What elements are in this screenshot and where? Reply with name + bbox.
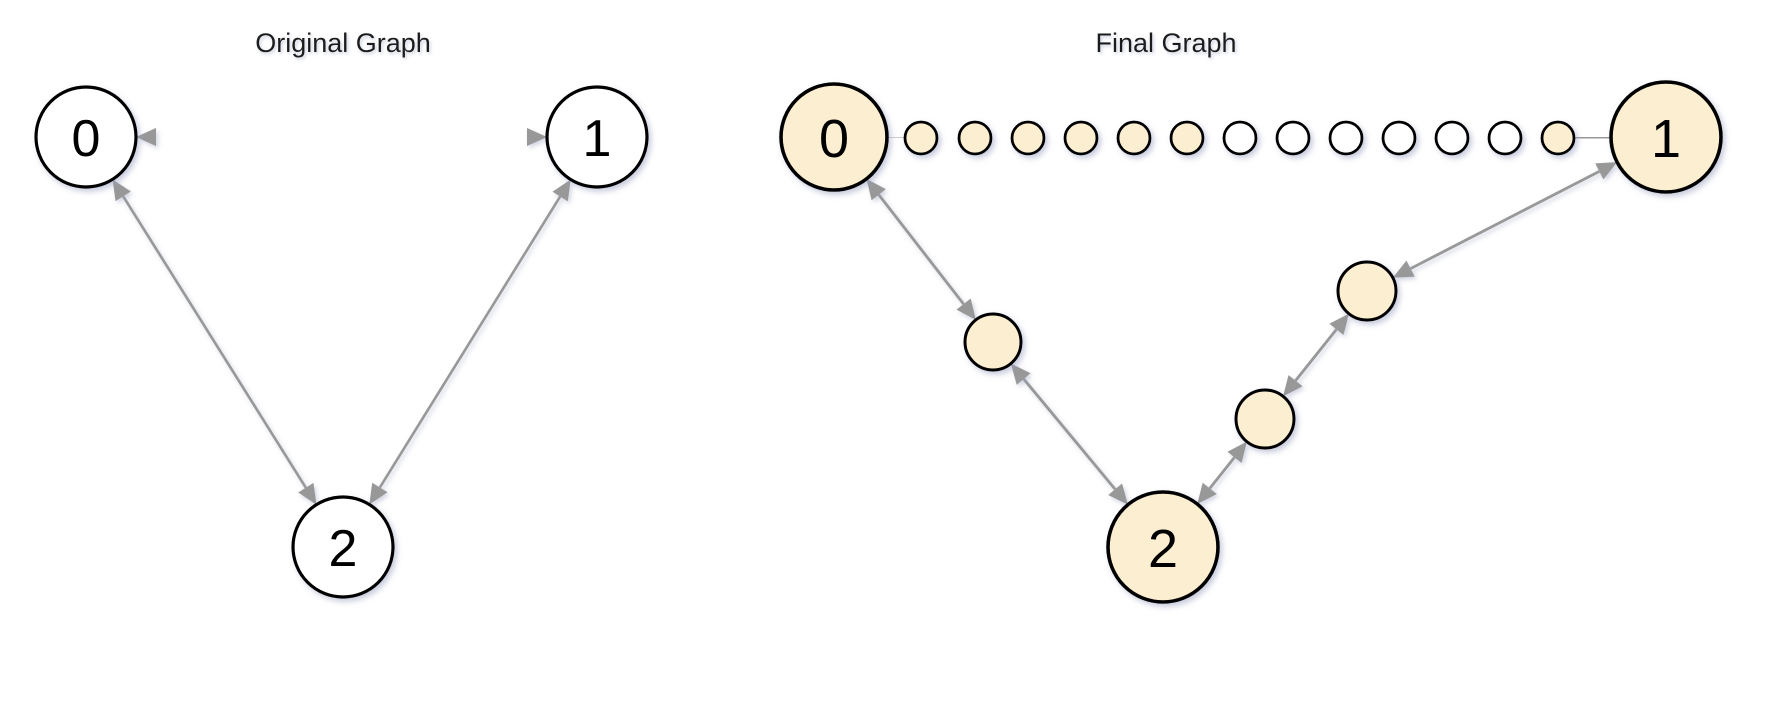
edge-arrowhead-backward bbox=[1392, 260, 1415, 278]
graph-intermediate-node[interactable] bbox=[957, 120, 993, 156]
graph-intermediate-node[interactable] bbox=[1275, 120, 1311, 156]
graph-intermediate-node[interactable] bbox=[1010, 120, 1046, 156]
node-circle[interactable] bbox=[1328, 120, 1364, 156]
node-label: 1 bbox=[1651, 109, 1681, 169]
node-circle[interactable] bbox=[545, 85, 649, 189]
node-circle[interactable] bbox=[1010, 120, 1046, 156]
edge-arrowhead-backward bbox=[552, 179, 571, 202]
graph-node-0[interactable]: 0 bbox=[34, 85, 138, 189]
edge-line bbox=[1022, 378, 1117, 491]
node-label: 0 bbox=[72, 110, 101, 168]
graph-node-2[interactable]: 2 bbox=[291, 495, 395, 599]
graph-edge bbox=[1010, 363, 1128, 505]
edge-arrowhead-forward bbox=[1595, 162, 1618, 180]
node-circle[interactable] bbox=[1116, 120, 1152, 156]
edge-arrowhead-forward bbox=[1227, 441, 1247, 463]
node-circle[interactable] bbox=[957, 120, 993, 156]
graph-intermediate-node[interactable] bbox=[1336, 260, 1398, 322]
node-circle[interactable] bbox=[1063, 120, 1099, 156]
panel-title-original: Original Graph bbox=[255, 28, 431, 58]
graph-node-1[interactable]: 1 bbox=[1609, 80, 1723, 194]
edges-layer bbox=[112, 128, 1618, 505]
node-circle[interactable] bbox=[1169, 120, 1205, 156]
graph-intermediate-node[interactable] bbox=[1434, 120, 1470, 156]
node-circle[interactable] bbox=[1222, 120, 1258, 156]
edge-arrowhead-backward bbox=[136, 128, 156, 146]
edge-arrowhead-backward bbox=[112, 179, 131, 202]
edge-arrowhead-backward bbox=[866, 178, 886, 201]
panel-titles-layer: Original Graph Final Graph bbox=[255, 28, 1236, 58]
graph-intermediate-node[interactable] bbox=[1116, 120, 1152, 156]
graph-node-2[interactable]: 2 bbox=[1106, 490, 1220, 604]
graph-edge bbox=[369, 179, 571, 505]
edge-line bbox=[1208, 456, 1236, 490]
node-label: 2 bbox=[1148, 519, 1178, 579]
edge-line bbox=[122, 195, 307, 489]
node-circle[interactable] bbox=[1234, 388, 1296, 450]
node-circle[interactable] bbox=[1487, 120, 1523, 156]
graph-edge bbox=[1283, 313, 1349, 397]
panel-title-final: Final Graph bbox=[1095, 28, 1236, 58]
graph-node-0[interactable]: 0 bbox=[779, 82, 889, 192]
edge-line bbox=[1409, 170, 1600, 270]
node-label: 2 bbox=[329, 520, 358, 578]
graph-edge bbox=[866, 178, 976, 320]
node-circle[interactable] bbox=[1381, 120, 1417, 156]
node-circle[interactable] bbox=[779, 82, 889, 192]
node-label: 0 bbox=[819, 109, 849, 169]
graph-intermediate-node[interactable] bbox=[1487, 120, 1523, 156]
edge-arrowhead-backward bbox=[1283, 375, 1303, 397]
graph-edge bbox=[1197, 441, 1247, 504]
edge-arrowhead-backward bbox=[1197, 482, 1217, 504]
graph-intermediate-node[interactable] bbox=[1328, 120, 1364, 156]
edge-arrowhead-forward bbox=[527, 128, 547, 146]
graph-intermediate-node[interactable] bbox=[1540, 120, 1576, 156]
nodes-layer: 0 1 2 0 1 2 bbox=[34, 80, 1723, 604]
graph-intermediate-node[interactable] bbox=[963, 312, 1023, 372]
node-circle[interactable] bbox=[963, 312, 1023, 372]
graph-edge bbox=[136, 128, 547, 146]
node-circle[interactable] bbox=[1106, 490, 1220, 604]
edge-line bbox=[1294, 328, 1338, 382]
edge-line bbox=[877, 193, 965, 305]
node-circle[interactable] bbox=[903, 120, 939, 156]
node-circle[interactable] bbox=[1336, 260, 1398, 322]
node-circle[interactable] bbox=[291, 495, 395, 599]
node-label: 1 bbox=[583, 110, 612, 168]
graph-intermediate-node[interactable] bbox=[1063, 120, 1099, 156]
node-circle[interactable] bbox=[1275, 120, 1311, 156]
graph-node-1[interactable]: 1 bbox=[545, 85, 649, 189]
graph-edge bbox=[112, 179, 317, 505]
edge-arrowhead-forward bbox=[1108, 483, 1128, 505]
node-circle[interactable] bbox=[1540, 120, 1576, 156]
graph-intermediate-node[interactable] bbox=[1222, 120, 1258, 156]
graph-intermediate-node[interactable] bbox=[1234, 388, 1296, 450]
edge-arrowhead-forward bbox=[369, 482, 388, 505]
edge-arrowhead-forward bbox=[956, 298, 976, 320]
edge-arrowhead-backward bbox=[1010, 363, 1031, 385]
graph-intermediate-node[interactable] bbox=[1169, 120, 1205, 156]
graph-intermediate-node[interactable] bbox=[903, 120, 939, 156]
edge-arrowhead-forward bbox=[1329, 313, 1349, 335]
graph-intermediate-node[interactable] bbox=[1381, 120, 1417, 156]
graph-edge bbox=[1392, 162, 1618, 278]
node-circle[interactable] bbox=[34, 85, 138, 189]
node-circle[interactable] bbox=[1434, 120, 1470, 156]
node-circle[interactable] bbox=[1609, 80, 1723, 194]
edge-arrowhead-forward bbox=[298, 482, 317, 505]
edge-line bbox=[378, 195, 562, 489]
